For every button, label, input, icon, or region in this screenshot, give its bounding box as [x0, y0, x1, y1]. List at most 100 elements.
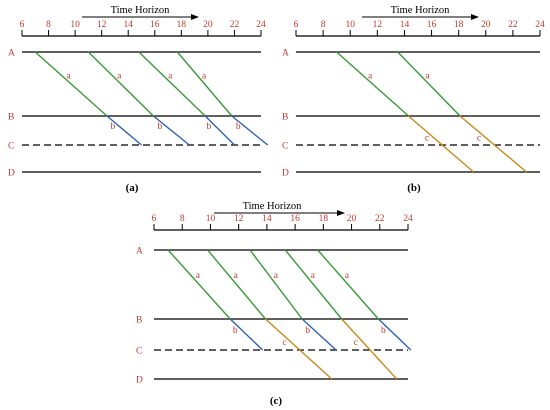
trip-segment-b [106, 115, 142, 146]
trip: ab [176, 51, 269, 146]
station-label-b: B [282, 113, 288, 123]
time-horizon-label: Time Horizon [243, 201, 303, 212]
segment-label-b: b [207, 122, 212, 132]
segment-label-a: a [345, 271, 350, 281]
tick-label-18: 18 [319, 214, 329, 224]
trip-segment-c [459, 115, 527, 173]
tick-label-10: 10 [70, 20, 80, 30]
tick-label-6: 6 [294, 20, 299, 30]
tick-label-16: 16 [150, 20, 160, 30]
trip: ab [138, 51, 235, 146]
tick-label-20: 20 [481, 20, 491, 30]
tick-label-6: 6 [20, 20, 25, 30]
trip-segment-c [341, 318, 398, 380]
segment-label-a: a [168, 71, 173, 81]
trip-segment-a [87, 51, 154, 117]
segment-label-a: a [117, 71, 122, 81]
trip-segment-b [231, 115, 269, 146]
segment-label-a: a [368, 71, 373, 81]
panel-caption-b: (b) [407, 182, 421, 194]
trip-segment-a [397, 51, 461, 117]
tick-label-8: 8 [321, 20, 326, 30]
segment-label-a: a [425, 71, 430, 81]
tick-label-14: 14 [262, 214, 272, 224]
tick-label-22: 22 [375, 214, 385, 224]
segment-label-b: b [236, 122, 241, 132]
tick-label-16: 16 [290, 214, 300, 224]
time-horizon-label: Time Horizon [391, 5, 451, 16]
tick-label-20: 20 [203, 20, 213, 30]
trip-segment-a [336, 51, 409, 117]
trip-segment-c [265, 318, 333, 380]
segment-label-b: b [381, 326, 386, 336]
station-label-a: A [282, 49, 289, 59]
trip-segment-a [207, 249, 267, 320]
station-label-c: C [8, 142, 14, 152]
trip: ac [397, 51, 527, 173]
panel-caption-a: (a) [126, 182, 139, 194]
segment-label-a: a [274, 271, 279, 281]
trip: ac [284, 249, 398, 380]
trip: ac [207, 249, 333, 380]
panel-caption-c: (c) [270, 395, 283, 407]
station-label-a: A [8, 49, 15, 59]
tick-label-16: 16 [427, 20, 437, 30]
station-label-b: B [8, 113, 14, 123]
tick-label-12: 12 [373, 20, 383, 30]
trip: ab [34, 51, 142, 146]
segment-label-a: a [234, 271, 239, 281]
trip-segment-c [408, 115, 475, 173]
station-label-c: C [282, 142, 288, 152]
tick-label-18: 18 [177, 20, 187, 30]
segment-label-c: c [282, 338, 286, 348]
trip-segment-a [138, 51, 206, 117]
tick-label-10: 10 [206, 214, 216, 224]
tick-label-18: 18 [454, 20, 464, 30]
tick-label-14: 14 [123, 20, 133, 30]
time-horizon-label: Time Horizon [111, 5, 171, 16]
trip: ab [87, 51, 190, 146]
segment-label-b: b [233, 326, 238, 336]
trip-segment-a [317, 249, 379, 320]
tick-label-12: 12 [234, 214, 244, 224]
tick-label-10: 10 [345, 20, 355, 30]
trip: ab [317, 249, 412, 351]
trip: ab [249, 249, 337, 351]
tick-label-8: 8 [46, 20, 51, 30]
trip-segment-b [229, 318, 264, 351]
segment-label-b: b [305, 326, 310, 336]
tick-label-24: 24 [256, 20, 266, 30]
segment-label-a: a [196, 271, 201, 281]
trip-segment-a [34, 51, 108, 117]
tick-label-20: 20 [347, 214, 357, 224]
station-label-b: B [136, 316, 142, 326]
segment-label-a: a [202, 71, 207, 81]
tick-label-24: 24 [535, 20, 545, 30]
segment-label-a: a [311, 271, 316, 281]
tick-label-6: 6 [152, 214, 157, 224]
segment-label-a: a [67, 71, 72, 81]
segment-label-c: c [425, 134, 429, 144]
tick-label-14: 14 [400, 20, 410, 30]
station-label-a: A [136, 247, 143, 257]
station-label-d: D [8, 169, 15, 179]
tick-label-22: 22 [230, 20, 240, 30]
segment-label-c: c [477, 134, 481, 144]
station-label-c: C [136, 347, 142, 357]
trip-segment-b [301, 318, 337, 351]
tick-label-24: 24 [403, 214, 413, 224]
trip-segment-a [249, 249, 303, 320]
station-label-d: D [282, 169, 289, 179]
trip-segment-b [153, 115, 190, 146]
trip: ac [336, 51, 475, 173]
trip: ab [167, 249, 264, 351]
tick-label-22: 22 [508, 20, 518, 30]
trip-segment-a [167, 249, 231, 320]
trip-segment-a [176, 51, 233, 117]
trip-segment-b [204, 115, 235, 146]
tick-label-8: 8 [180, 214, 185, 224]
